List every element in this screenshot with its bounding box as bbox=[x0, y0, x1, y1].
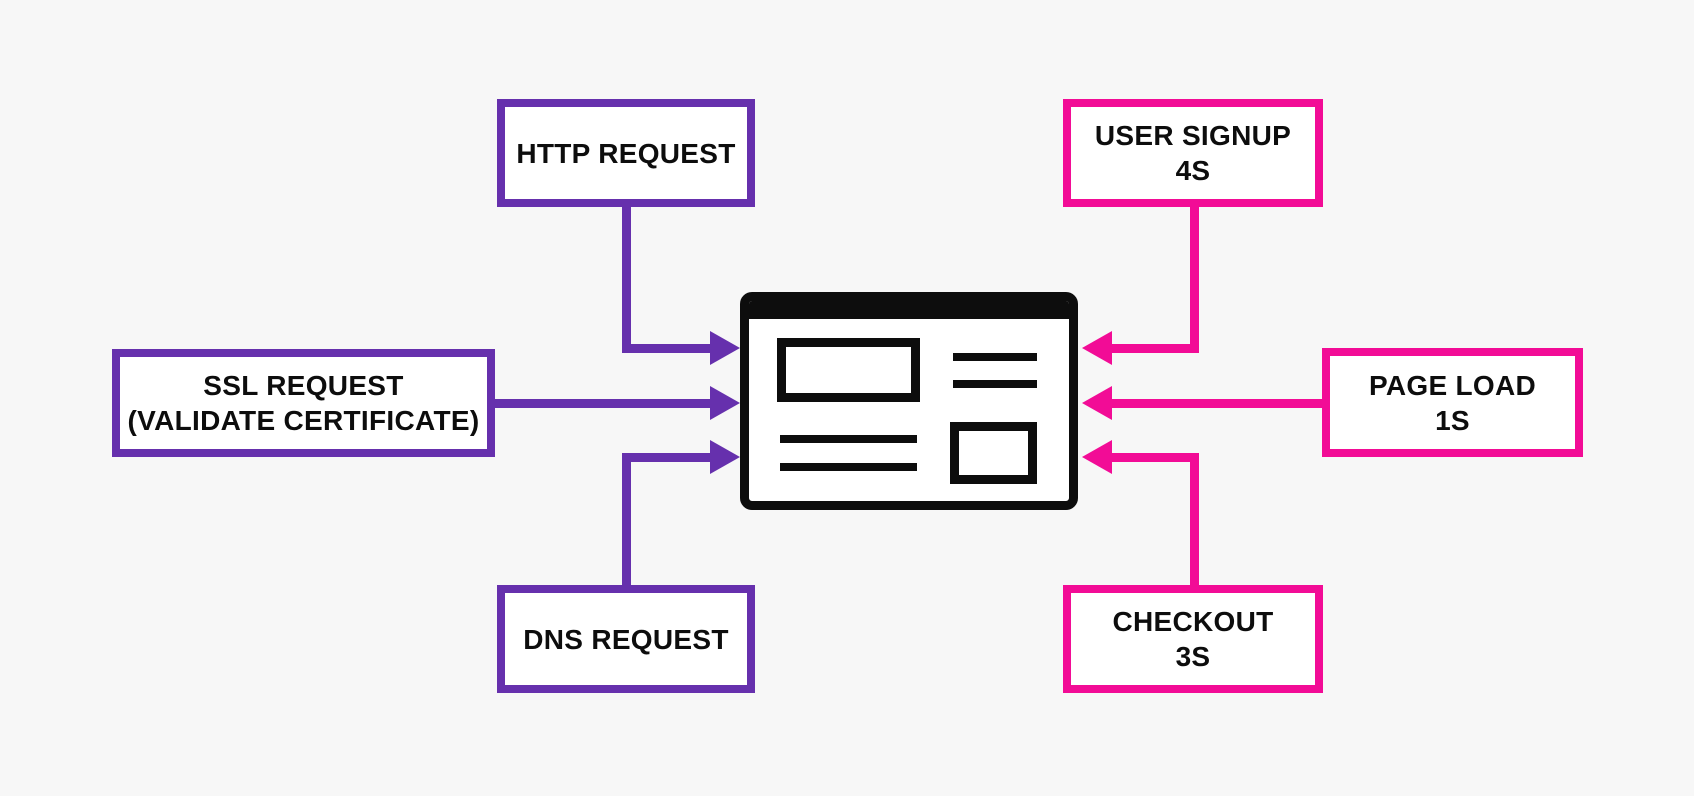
arrowhead-user-signup-icon bbox=[1082, 331, 1112, 365]
connector-http-request-horizontal bbox=[622, 344, 712, 353]
arrowhead-dns-request-icon bbox=[710, 440, 740, 474]
connector-user-signup-horizontal bbox=[1110, 344, 1199, 353]
node-page-load-label-line2: 1S bbox=[1435, 404, 1470, 436]
node-ssl-request-label-line2: (VALIDATE CERTIFICATE) bbox=[127, 405, 480, 436]
node-page-load: PAGE LOAD 1S bbox=[1322, 348, 1583, 457]
node-dns-request: DNS REQUEST bbox=[497, 585, 755, 693]
connector-ssl-request-horizontal bbox=[490, 399, 712, 408]
browser-window-icon bbox=[740, 292, 1078, 510]
connector-checkout-vertical bbox=[1190, 453, 1199, 593]
node-user-signup-label-line1: USER SIGNUP bbox=[1094, 120, 1292, 151]
node-user-signup: USER SIGNUP 4S bbox=[1063, 99, 1323, 207]
connector-user-signup-vertical bbox=[1190, 200, 1199, 352]
browser-content-line-bottom-left-2 bbox=[780, 463, 917, 471]
node-checkout-label-line1: CHECKOUT bbox=[1112, 606, 1274, 637]
node-ssl-request: SSL REQUEST (VALIDATE CERTIFICATE) bbox=[112, 349, 495, 457]
browser-content-line-bottom-left-1 bbox=[780, 435, 917, 443]
arrowhead-ssl-request-icon bbox=[710, 386, 740, 420]
node-ssl-request-label-line1: SSL REQUEST bbox=[203, 370, 404, 401]
node-checkout: CHECKOUT 3S bbox=[1063, 585, 1323, 693]
node-http-request: HTTP REQUEST bbox=[497, 99, 755, 207]
arrowhead-checkout-icon bbox=[1082, 440, 1112, 474]
connector-http-request-vertical bbox=[622, 200, 631, 352]
node-http-request-label: HTTP REQUEST bbox=[516, 137, 736, 169]
browser-content-line-top-right-2 bbox=[953, 380, 1037, 388]
connector-checkout-horizontal bbox=[1110, 453, 1199, 462]
arrowhead-http-request-icon bbox=[710, 331, 740, 365]
browser-titlebar bbox=[749, 301, 1069, 319]
browser-content-rect-top-left bbox=[777, 338, 920, 402]
connector-dns-request-vertical bbox=[622, 453, 631, 593]
connector-dns-request-horizontal bbox=[622, 453, 712, 462]
arrowhead-page-load-icon bbox=[1082, 386, 1112, 420]
node-user-signup-label-line2: 4S bbox=[1175, 155, 1211, 186]
node-dns-request-label: DNS REQUEST bbox=[523, 623, 729, 655]
connector-page-load-horizontal bbox=[1110, 399, 1330, 408]
browser-content-line-top-right-1 bbox=[953, 353, 1037, 361]
browser-content-rect-bottom-right bbox=[950, 422, 1037, 484]
node-checkout-label-line2: 3S bbox=[1175, 641, 1211, 672]
node-page-load-label-line1: PAGE LOAD bbox=[1368, 369, 1537, 401]
